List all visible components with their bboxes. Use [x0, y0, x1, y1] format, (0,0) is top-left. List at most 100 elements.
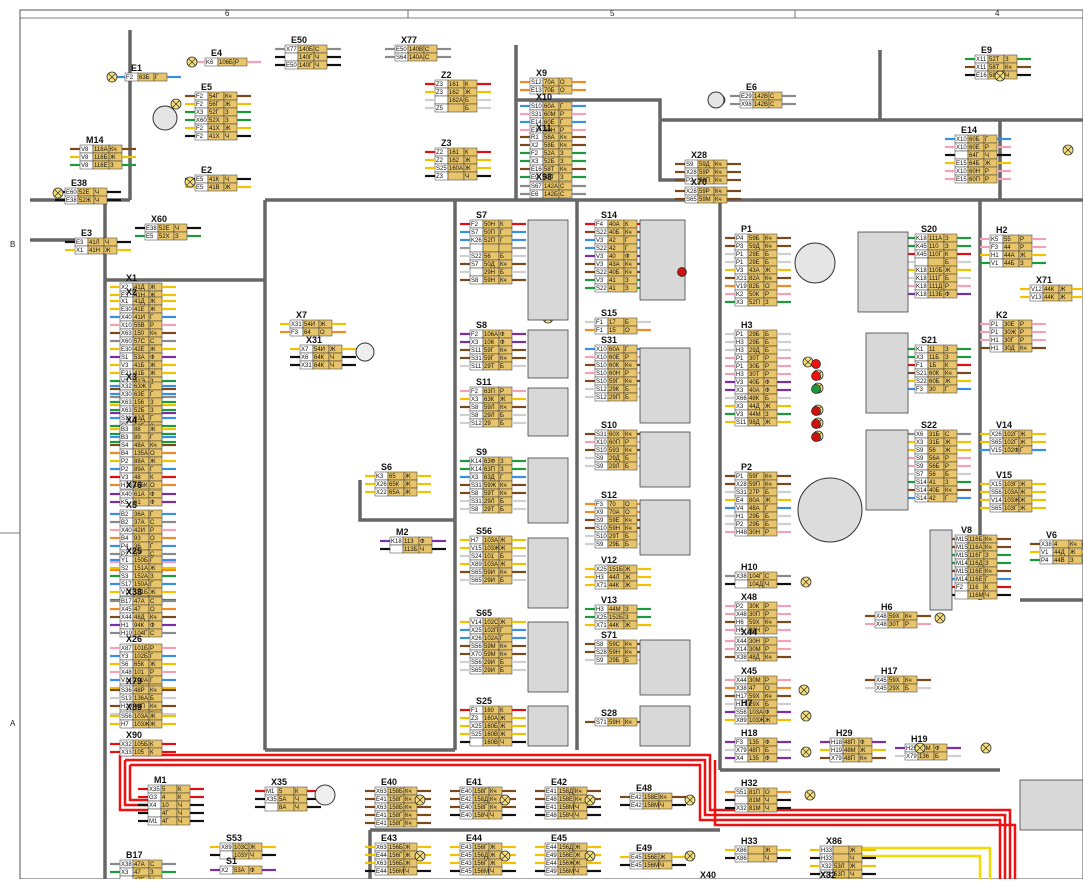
lamp-icon: [684, 794, 696, 806]
wire-number: 116: [969, 585, 979, 591]
wire-color-code: Ч: [465, 174, 469, 180]
wire-number: 36: [134, 544, 141, 550]
wire-color-code: Ж: [945, 448, 951, 454]
wire-dest: S8: [596, 642, 604, 648]
wire-dest: F3: [596, 502, 604, 508]
wire-number: 135К: [134, 483, 148, 489]
wire-number: 56: [929, 472, 936, 478]
wire-number: 59Х: [749, 620, 760, 626]
wire-dest: H1: [991, 338, 999, 344]
wire-color-code: Кч: [905, 614, 912, 620]
wire-dest: H17: [736, 702, 748, 708]
wire-dest: X4: [736, 756, 744, 762]
wire-color-code: Г: [150, 678, 154, 684]
wire-dest: X38: [736, 686, 747, 692]
wire-dest: X30: [121, 392, 132, 398]
wire-number: 60Е: [969, 145, 980, 151]
wire-number: 29И: [484, 578, 495, 584]
wire-dest: V4: [736, 506, 744, 512]
wire-number: 158Д: [474, 797, 488, 803]
wire-dest: S11: [121, 416, 132, 422]
wire-color-code: Кч: [860, 756, 867, 762]
wire-dest: E41: [376, 797, 387, 803]
wire-number: 59П: [749, 482, 760, 488]
wire-number: 101: [484, 554, 495, 560]
wire-color-code: Б: [500, 668, 504, 674]
wire-color-code: Р: [905, 622, 909, 628]
wire-number: 152Б: [609, 615, 623, 621]
connector-label: Z2: [441, 70, 452, 80]
wire-color-code: Р: [765, 530, 769, 536]
wire-dest: X25: [471, 724, 482, 730]
wire-color-code: Б: [945, 260, 949, 266]
side-letter-b: B: [10, 240, 15, 249]
wire-number: 58Ч: [989, 73, 1000, 79]
wire-number: 59Н: [609, 720, 620, 726]
wire-number: 41Х: [209, 134, 220, 140]
wire-color-code: С: [315, 47, 320, 53]
wire-number: 65К: [389, 482, 400, 488]
wire-number: 158Г: [474, 805, 488, 811]
wire-dest: E42: [461, 797, 472, 803]
wire-number: 29Х: [749, 702, 760, 708]
wire-color-code: Ж: [150, 714, 156, 720]
wire-dest: H1: [736, 514, 744, 520]
wire-color-code: Ж: [625, 575, 631, 581]
connector-label: E38: [71, 178, 87, 188]
wire-dest: P1: [736, 356, 744, 362]
wire-dest: E29: [741, 94, 752, 100]
wire-dest: X1: [76, 248, 84, 254]
wire-number: 80А: [749, 498, 760, 504]
wire-color-code: Р: [1020, 330, 1024, 336]
wire-number: 60Е: [609, 355, 620, 361]
wire-number: 56Б: [929, 464, 940, 470]
lamp-icon: [186, 56, 198, 68]
wire-number: 41Д: [134, 285, 145, 291]
wire-color-code: Б: [765, 490, 769, 496]
connector-label: E41: [466, 777, 482, 787]
wire-number: 30М: [749, 647, 761, 653]
wire-number: 40Б: [609, 230, 620, 236]
wire-number: 104Г: [134, 631, 148, 637]
wire-color-code: Ж: [1020, 440, 1026, 446]
connector-label: X28: [691, 150, 707, 160]
wire-number: 63К: [484, 397, 495, 403]
wire-dest: S3: [121, 574, 129, 580]
wire-number: 5: [162, 787, 166, 793]
wire-number: 59И: [484, 570, 495, 576]
wire-color-code: Ч: [225, 177, 229, 183]
wire-number: 59Л: [484, 405, 495, 411]
wire-number: 59М: [484, 644, 496, 650]
wire-color-code: Р: [765, 292, 769, 298]
wire-color-code: Кч: [765, 244, 772, 250]
wire-color-code: Ж: [765, 268, 771, 274]
lamp-icon: [804, 789, 816, 801]
wire-color-code: О: [625, 502, 630, 508]
wire-number: 103У: [234, 853, 248, 859]
wire-color-code: Ч: [850, 856, 854, 862]
wire-number: 65А: [389, 490, 400, 496]
wire-number: 44К: [609, 623, 620, 629]
connector-label: S56: [476, 526, 492, 536]
